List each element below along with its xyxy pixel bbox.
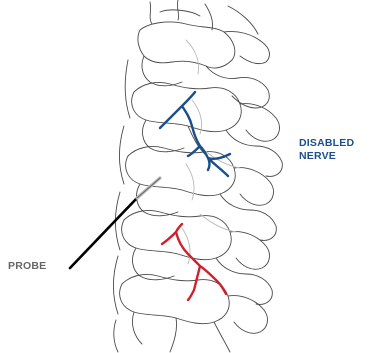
vertebra-1: [138, 22, 270, 108]
disabled-nerve-label-line1: DISABLED: [299, 137, 354, 150]
vertebra-3: [126, 146, 277, 240]
disabled-nerve-label-line2: NERVE: [299, 150, 354, 163]
active-nerve: [162, 224, 226, 300]
vertebral-column: [114, 0, 283, 352]
probe-label: PROBE: [8, 260, 46, 273]
vertebra-top: [150, 0, 258, 34]
vertebra-5: [120, 274, 268, 352]
probe-shaft: [70, 198, 137, 268]
probe-tip-core: [137, 178, 160, 198]
vertebra-2: [132, 82, 283, 176]
disabled-nerve-label: DISABLED NERVE: [299, 137, 354, 163]
vertebra-4: [122, 210, 273, 304]
